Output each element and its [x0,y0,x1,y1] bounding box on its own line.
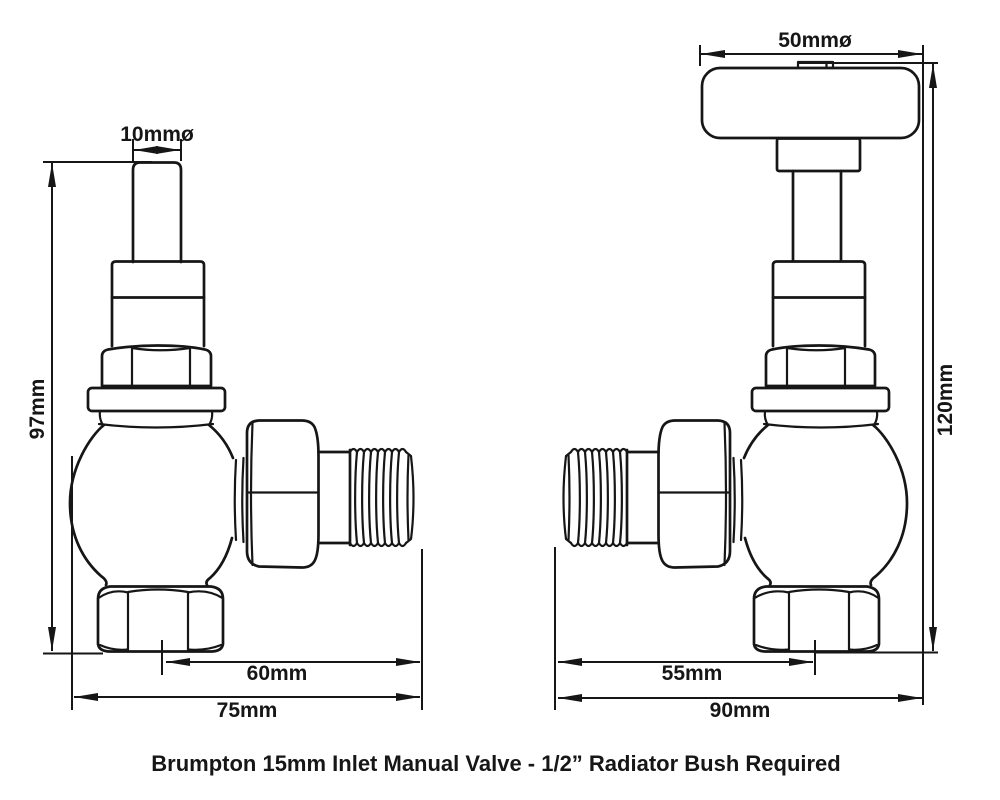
dim-left-overall-width: 75mm [71,456,423,722]
arrowhead-left [558,694,582,702]
right-valve-body [562,260,909,677]
arrowhead-right [789,658,813,666]
dim-right-handwheel-diameter: 50mmø [699,29,924,705]
left-valve-drawing [68,161,415,677]
extension-lines [798,62,938,654]
arrowhead-right [898,694,922,702]
arrowhead-left [558,658,582,666]
dim-right-overall-width: 90mm [554,547,922,722]
extension-lines [71,456,423,710]
extension-lines [43,161,152,655]
dim-left-center-to-tail: 60mm [166,658,420,685]
left-valve-dimensions: 10mmø 97mm 60mm 75mm [26,123,423,722]
dim-right-center-to-tail: 55mm [558,658,813,685]
handwheel [700,66,921,140]
arrowhead-right [156,146,180,154]
arrowhead-left [166,658,190,666]
right-valve-stem [791,169,843,263]
right-valve-dimensions: 50mmø 120mm 55mm 90mm [554,29,957,722]
center-to-tail-label: 60mm [247,662,308,685]
drawing-caption: Brumpton 15mm Inlet Manual Valve - 1/2” … [151,751,840,776]
handwheel-hub [775,137,862,173]
extension-lines [132,139,182,161]
arrowhead-up [929,64,937,88]
handwheel-diameter-label: 50mmø [778,29,852,52]
overall-height-label: 120mm [934,364,957,436]
arrowhead-down [48,627,56,651]
overall-width-label: 75mm [217,699,278,722]
arrowhead-right [396,658,420,666]
arrowhead-left [74,693,98,701]
arrowhead-up [48,163,56,187]
left-valve-body [68,260,415,677]
dim-left-spindle-diameter: 10mmø [120,123,194,161]
left-valve-spindle [131,161,183,264]
arrowhead-right [898,50,922,58]
extension-lines [699,45,924,705]
arrowhead-down [929,627,937,651]
arrowhead-right [396,693,420,701]
spindle-diameter-label: 10mmø [120,123,194,146]
overall-height-label: 97mm [26,379,49,440]
overall-width-label: 90mm [710,699,771,722]
center-to-tail-label: 55mm [662,662,723,685]
arrowhead-left [134,146,158,154]
right-valve-drawing [562,60,921,677]
dim-right-overall-height: 120mm [798,62,957,654]
arrowhead-left [701,50,725,58]
